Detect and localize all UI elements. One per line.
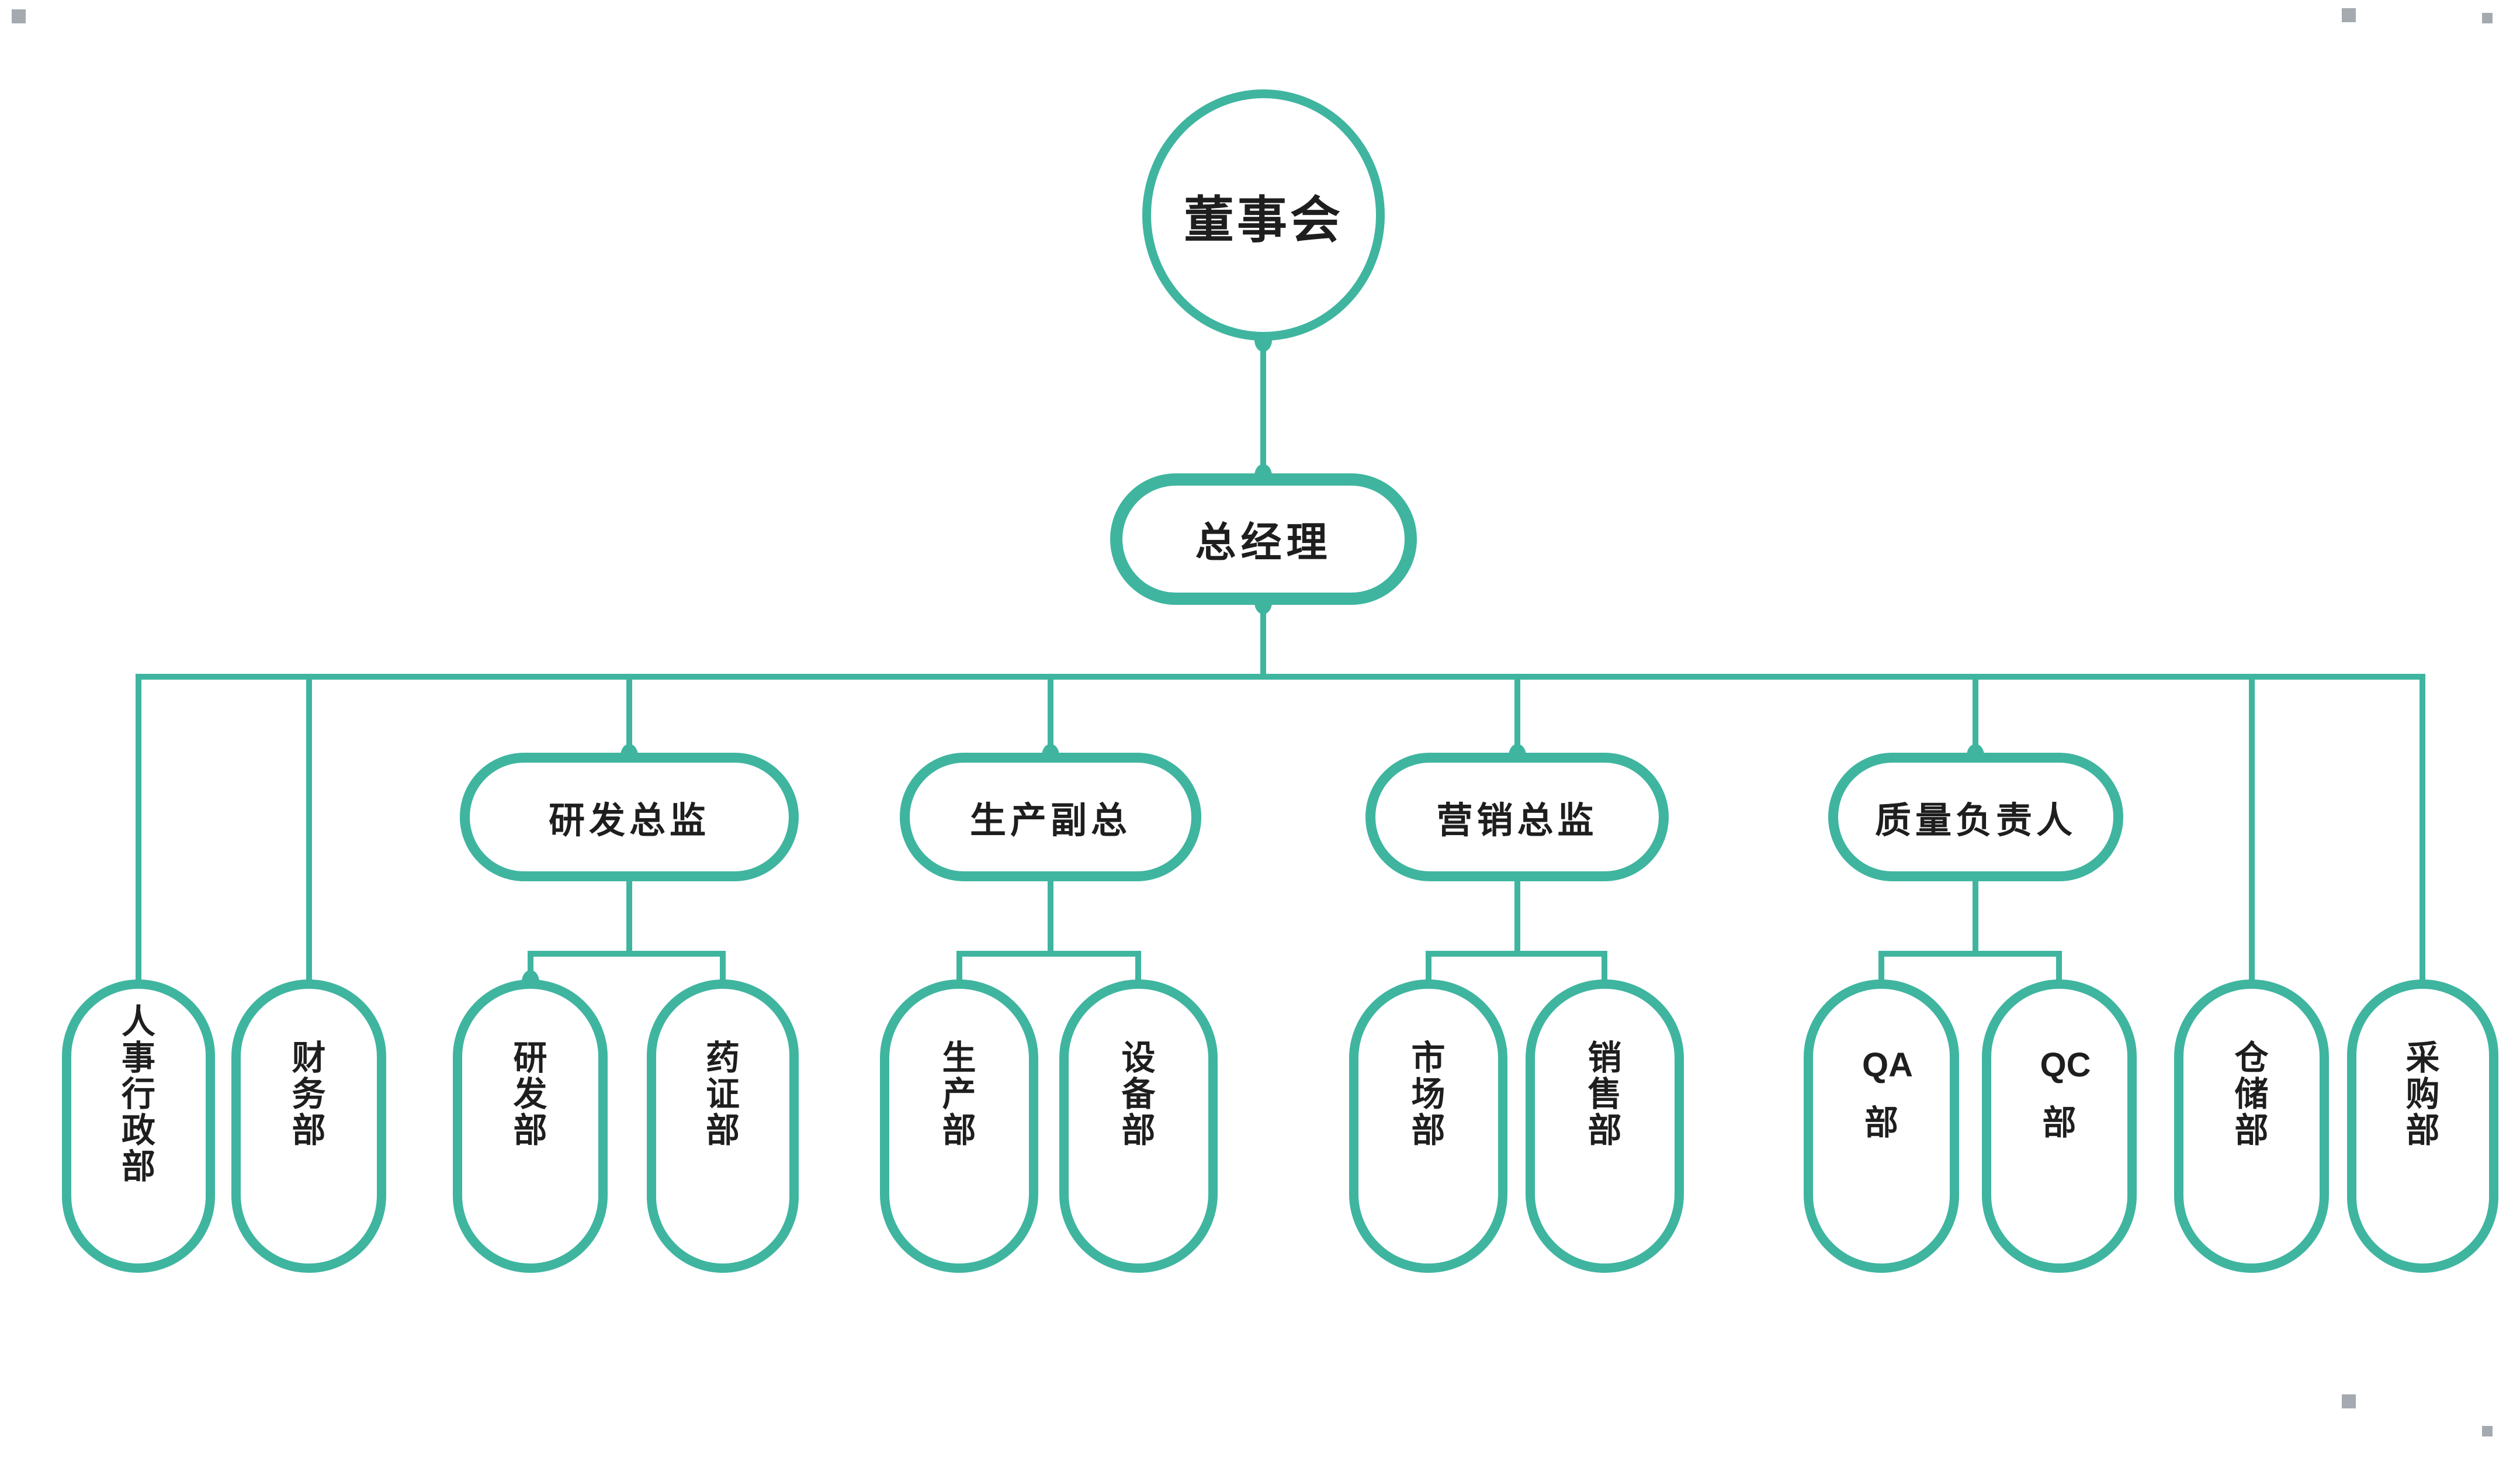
connector-drop-rd-dept bbox=[528, 951, 533, 984]
dept-node-drug-cert: 药证部 bbox=[647, 979, 799, 1273]
connector-drop-drugcert-dept bbox=[720, 951, 726, 984]
dept-node-warehouse: 仓储部 bbox=[2174, 979, 2329, 1273]
qc-dept-label: QC部 bbox=[2040, 1046, 2091, 1142]
corner-mark bbox=[12, 9, 26, 23]
branch-node-rd-director: 研发总监 bbox=[460, 753, 799, 881]
drug-cert-label: 药证部 bbox=[705, 1038, 740, 1150]
board-label: 董事会 bbox=[1184, 192, 1343, 248]
dept-node-equipment: 设备部 bbox=[1059, 979, 1218, 1273]
rd-dept-label: 研发部 bbox=[513, 1038, 547, 1150]
quality-manager-label: 质量负责人 bbox=[1874, 801, 2077, 841]
market-dept-label: 市场部 bbox=[1411, 1038, 1446, 1150]
connector-drop-marketing-director bbox=[1514, 674, 1520, 756]
connector-drop-market-dept bbox=[1426, 951, 1431, 984]
corner-mark bbox=[2342, 8, 2356, 22]
finance-label: 财务部 bbox=[292, 1038, 326, 1150]
connector-drop-quality-manager bbox=[1973, 674, 1978, 756]
corner-mark bbox=[2482, 13, 2493, 23]
dept-node-rd: 研发部 bbox=[453, 979, 608, 1273]
dept-node-sales: 销售部 bbox=[1526, 979, 1684, 1273]
connector-drop-hr-admin bbox=[136, 674, 141, 984]
sales-dept-label: 销售部 bbox=[1587, 1038, 1622, 1150]
connector-drop-production-vp bbox=[1048, 674, 1053, 756]
connector-gm-trunk bbox=[1260, 604, 1266, 677]
dept-node-hr-admin: 人事行政部 bbox=[62, 979, 215, 1273]
dept-node-finance: 财务部 bbox=[231, 979, 386, 1273]
connector-drop-equipment-dept bbox=[1135, 951, 1141, 984]
hr-admin-label: 人事行政部 bbox=[121, 1002, 155, 1186]
connector-drop-qa-dept bbox=[1878, 951, 1884, 984]
connector-stem-rd-director bbox=[626, 881, 632, 957]
connector-drop-qc-dept bbox=[2056, 951, 2062, 984]
connector-stem-quality-manager bbox=[1973, 881, 1978, 957]
connector-subtrunk-quality bbox=[1878, 951, 2062, 957]
dept-node-qa: QA部 bbox=[1804, 979, 1959, 1273]
branch-node-quality-manager: 质量负责人 bbox=[1828, 753, 2123, 881]
connector-subtrunk-rd bbox=[528, 951, 726, 957]
connector-drop-procurement bbox=[2420, 674, 2425, 984]
board-node: 董事会 bbox=[1142, 89, 1385, 341]
connector-stem-marketing-director bbox=[1514, 881, 1520, 957]
marketing-director-label: 营销总监 bbox=[1436, 801, 1598, 841]
dept-node-qc: QC部 bbox=[1982, 979, 2137, 1273]
warehouse-label: 仓储部 bbox=[2234, 1038, 2269, 1150]
rd-director-label: 研发总监 bbox=[548, 801, 710, 841]
general-manager-label: 总经理 bbox=[1195, 520, 1332, 565]
corner-mark bbox=[2482, 1426, 2493, 1436]
corner-mark bbox=[2342, 1394, 2356, 1408]
connector-subtrunk-production bbox=[956, 951, 1141, 957]
equipment-dept-label: 设备部 bbox=[1121, 1038, 1156, 1150]
connector-drop-warehouse bbox=[2249, 674, 2255, 984]
connector-drop-finance bbox=[306, 674, 312, 984]
connector-drop-production-dept bbox=[956, 951, 962, 984]
production-vp-label: 生产副总 bbox=[969, 801, 1131, 841]
procurement-label: 采购部 bbox=[2405, 1038, 2440, 1150]
connector-trunk bbox=[136, 674, 2425, 680]
dept-node-procurement: 采购部 bbox=[2347, 979, 2498, 1273]
dept-node-market: 市场部 bbox=[1349, 979, 1507, 1273]
production-dept-label: 生产部 bbox=[942, 1038, 976, 1150]
connector-stem-production-vp bbox=[1048, 881, 1053, 957]
general-manager-node: 总经理 bbox=[1110, 473, 1417, 605]
qa-dept-label: QA部 bbox=[1862, 1046, 1913, 1142]
connector-board-gm bbox=[1260, 339, 1266, 476]
branch-node-marketing-director: 营销总监 bbox=[1365, 753, 1669, 881]
connector-drop-rd-director bbox=[626, 674, 632, 756]
connector-drop-sales-dept bbox=[1602, 951, 1607, 984]
dept-node-production: 生产部 bbox=[880, 979, 1038, 1273]
connector-subtrunk-marketing bbox=[1426, 951, 1607, 957]
branch-node-production-vp: 生产副总 bbox=[900, 753, 1201, 881]
